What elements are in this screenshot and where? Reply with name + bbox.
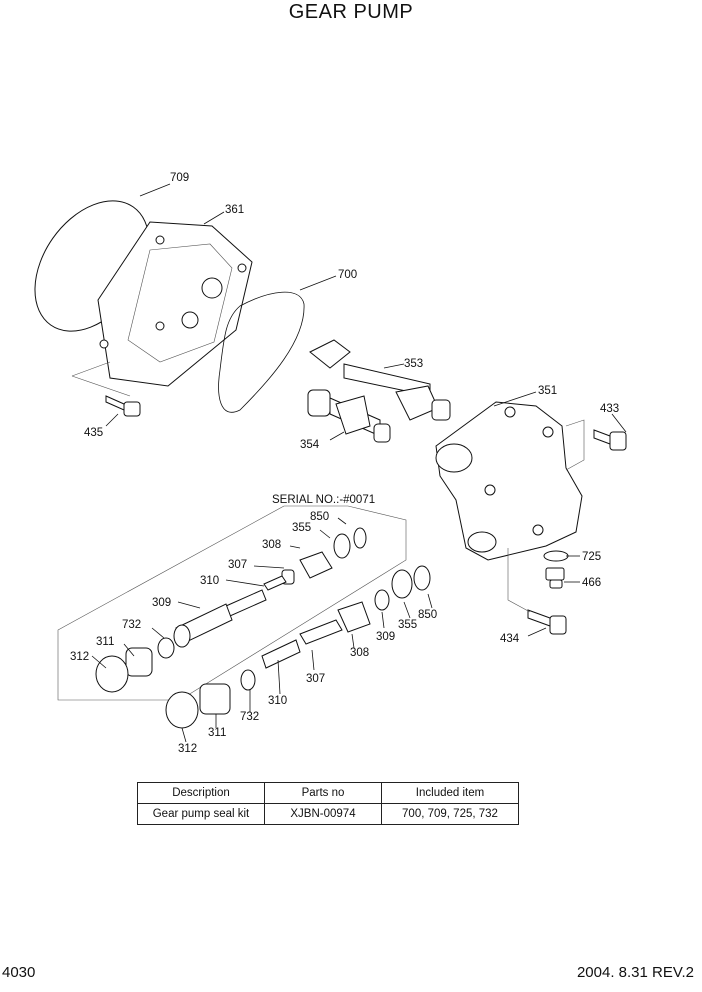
seal-kit-table: Description Parts no Included item Gear … [137, 782, 519, 825]
callout-312-upper: 312 [70, 651, 89, 663]
lower-valve-assembly [165, 565, 431, 729]
part-361-cover [97, 221, 253, 387]
column-header-parts-no: Parts no [264, 782, 382, 804]
callout-433: 433 [600, 403, 619, 415]
part-433-bolt [593, 429, 627, 451]
callout-355-upper: 355 [292, 522, 311, 534]
callout-309-upper: 309 [152, 597, 171, 609]
callout-850-lower: 850 [418, 609, 437, 621]
callout-466: 466 [582, 577, 601, 589]
serial-box-outline [57, 505, 407, 701]
part-435-bolt [105, 395, 141, 417]
callout-311-upper: 311 [96, 636, 114, 648]
page-title: GEAR PUMP [288, 1, 414, 23]
callout-309-lower: 309 [376, 631, 395, 643]
callout-435: 435 [84, 427, 103, 439]
part-354-driven-gear [307, 389, 391, 443]
callout-732-upper: 732 [122, 619, 141, 631]
part-353-drive-shaft [309, 339, 451, 421]
column-header-included-item: Included item [381, 782, 519, 804]
callout-850-upper: 850 [310, 511, 329, 523]
callout-310-lower: 310 [268, 695, 287, 707]
part-351-body [435, 401, 583, 561]
callout-732-lower: 732 [240, 711, 259, 723]
part-725-oring [543, 550, 569, 562]
callout-310-upper: 310 [200, 575, 219, 587]
callout-725: 725 [582, 551, 601, 563]
callout-361: 361 [225, 204, 244, 216]
callout-351: 351 [538, 385, 557, 397]
callout-353: 353 [404, 358, 423, 370]
callout-434: 434 [500, 633, 520, 645]
part-434-bolt [527, 609, 567, 635]
callout-312-lower: 312 [178, 743, 197, 755]
revision-date: 2004. 8.31 REV.2 [576, 964, 694, 981]
cell-included-item: 700, 709, 725, 732 [381, 803, 519, 825]
upper-valve-assembly [95, 527, 367, 693]
callout-308-upper: 308 [262, 539, 281, 551]
callout-355-lower: 355 [398, 619, 417, 631]
page-number: 4030 [2, 964, 36, 981]
leader-lines [91, 183, 627, 743]
callout-308-lower: 308 [350, 647, 369, 659]
callout-354: 354 [300, 439, 320, 451]
callout-700: 700 [338, 269, 357, 281]
callout-307-upper: 307 [228, 559, 247, 571]
callout-307-lower: 307 [306, 673, 325, 685]
table-row: Gear pump seal kit XJBN-00974 700, 709, … [137, 803, 519, 825]
part-700-gasket [218, 291, 305, 413]
callout-311-lower: 311 [208, 727, 226, 739]
serial-label: SERIAL NO.:-#0071 [272, 494, 375, 506]
table-header-row: Description Parts no Included item [137, 782, 519, 804]
callout-709: 709 [170, 172, 189, 184]
part-466-plug [545, 567, 565, 589]
cell-description: Gear pump seal kit [137, 803, 265, 825]
column-header-description: Description [137, 782, 265, 804]
cell-parts-no: XJBN-00974 [264, 803, 382, 825]
